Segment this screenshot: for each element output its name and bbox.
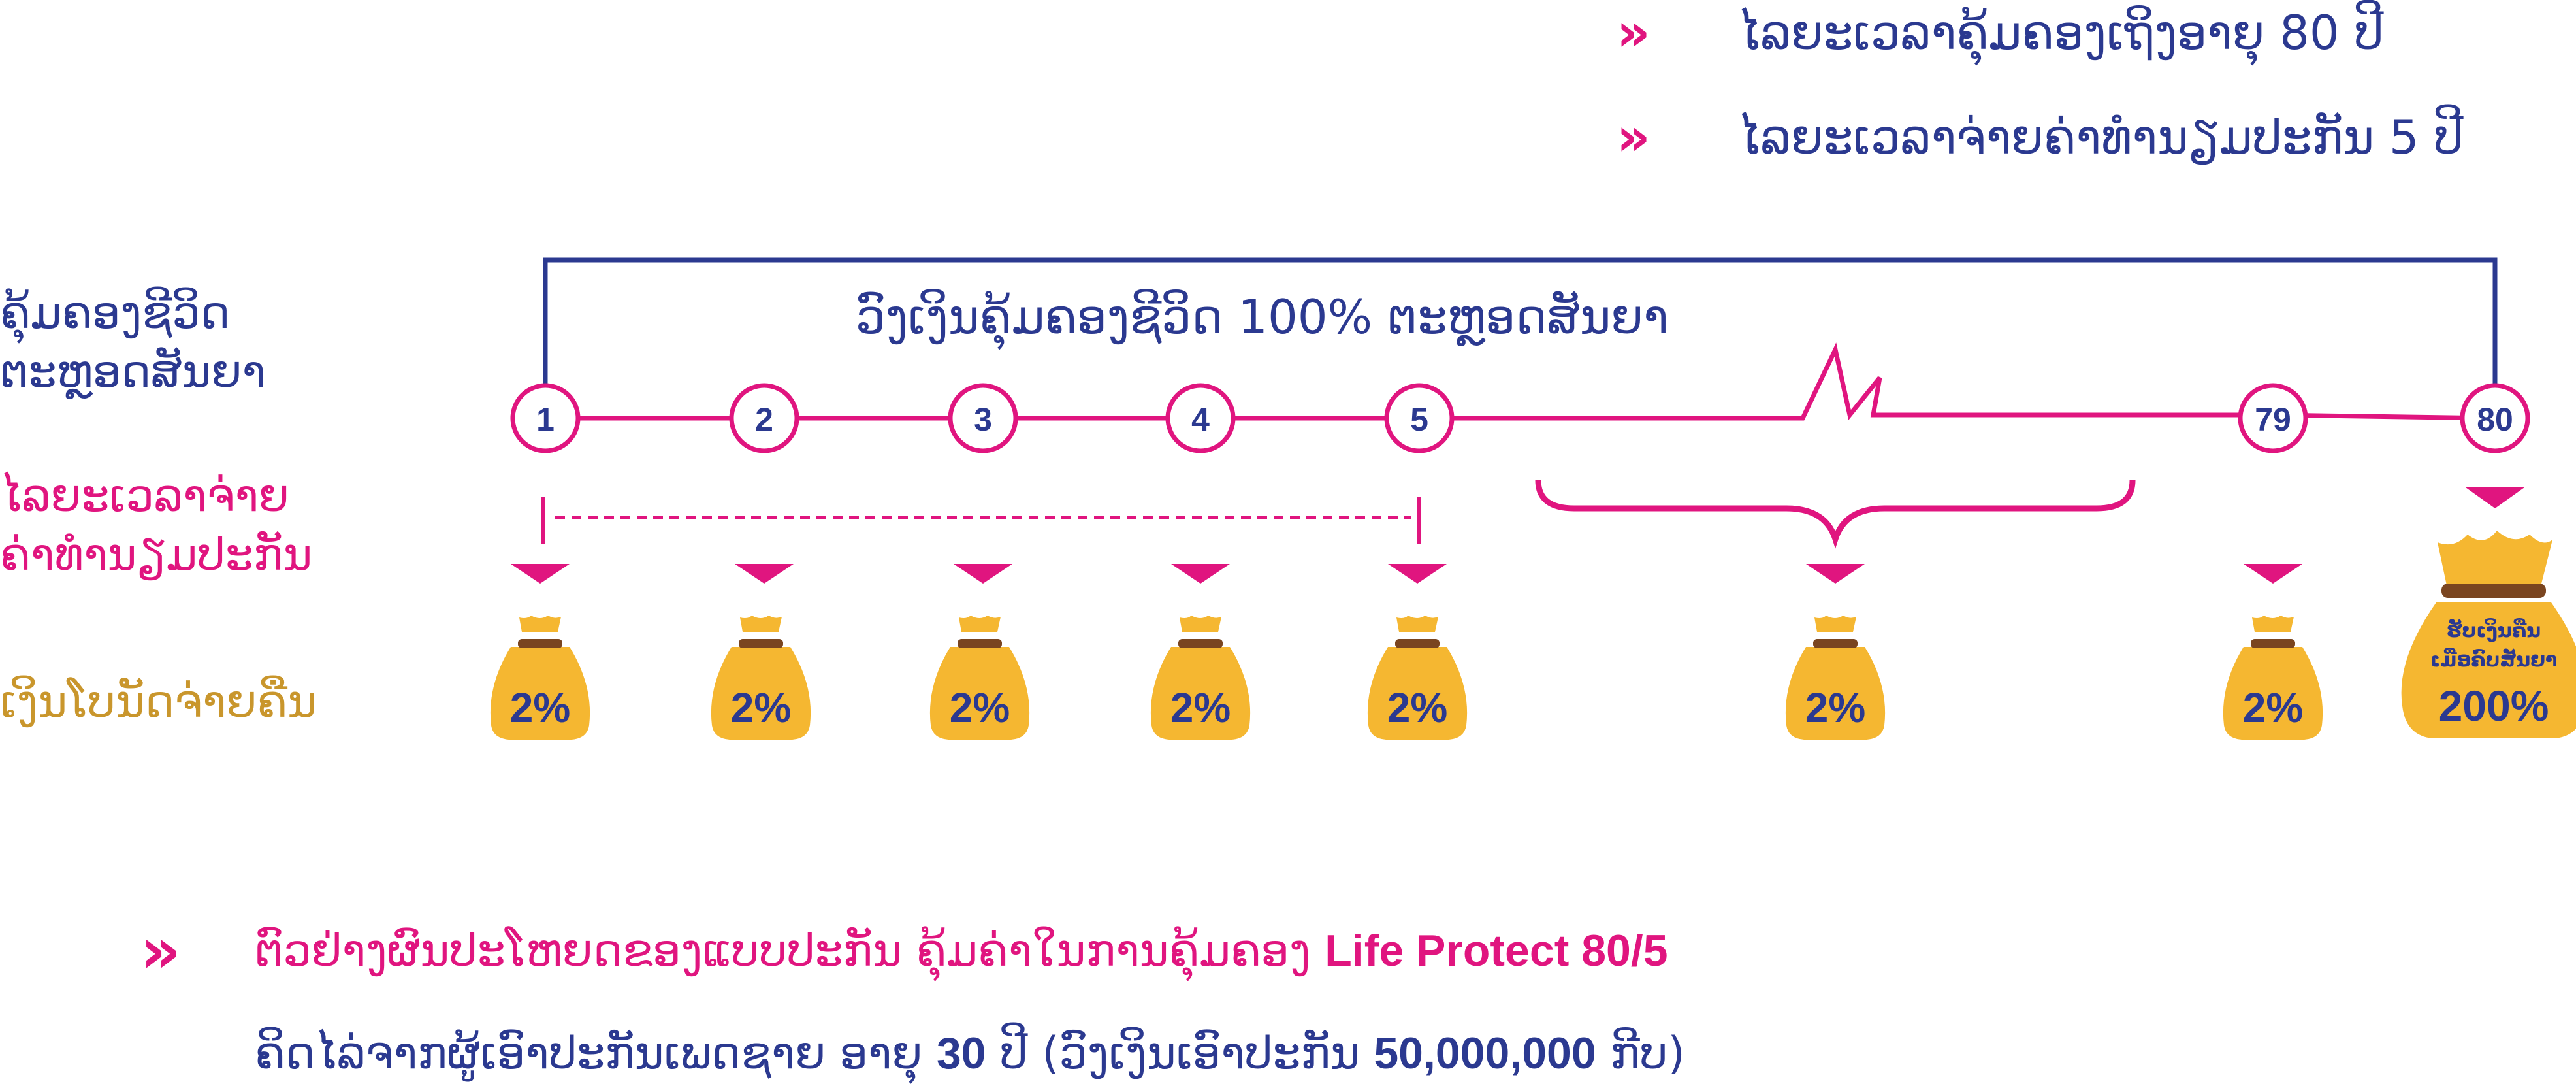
year-marker: 80	[2460, 383, 2530, 453]
bag-value: 2%	[1387, 684, 1448, 731]
bag-value: 2%	[950, 684, 1010, 731]
bag-value: 2%	[1805, 684, 1866, 731]
money-bag: 2%	[711, 616, 811, 740]
gap-curly-brace	[1535, 480, 2136, 549]
chevron-icon: »	[1617, 107, 1650, 167]
maturity-line2: ເມື່ອຄົບສັນຍາ	[2430, 648, 2557, 672]
footer-chevron-icon: »	[140, 914, 182, 987]
year-label: 5	[1410, 401, 1428, 438]
year-label: 3	[974, 401, 992, 438]
money-bag: 2%	[1785, 616, 1886, 740]
year-marker: 2	[729, 383, 799, 453]
payment-period-bracket	[541, 497, 1421, 544]
year-label: 1	[536, 401, 555, 438]
bag-value: 2%	[2243, 684, 2304, 731]
pointer-triangle	[2244, 564, 2302, 584]
year-label: 80	[2477, 401, 2513, 438]
money-bag: 2%	[1367, 616, 1468, 740]
pointer-triangle	[1388, 564, 1447, 584]
product-name: Life Protect 80/5	[1325, 926, 1668, 976]
pointer-triangle	[1806, 564, 1865, 584]
year-label: 4	[1191, 401, 1210, 438]
chevron-icon: »	[1617, 2, 1650, 63]
payment-period-label: ໄລຍະເວລາຈ່າຍ ຄ່າທຳນຽມປະກັນ	[0, 467, 312, 585]
coverage-label: ຄຸ້ມຄອງຊີວິດ ຕະຫຼອດສັນຍາ	[0, 284, 266, 402]
pointer-triangle	[1171, 564, 1230, 584]
timeline-line	[545, 342, 2496, 421]
coverage-bracket	[543, 257, 2498, 386]
year-marker: 5	[1384, 383, 1455, 453]
pointer-triangle	[2466, 487, 2524, 508]
footer-line2-a: ຄິດໄລ່ຈາກຜູ້ເອົາປະກັນເພດຊາຍ ອາຍຸ	[255, 1028, 923, 1079]
pointer-triangle	[735, 564, 794, 584]
footer-line2-b: ປີ (ວົງເງິນເອົາປະກັນ	[1000, 1028, 1360, 1079]
bag-value: 2%	[1170, 684, 1231, 731]
pointer-triangle	[511, 564, 570, 584]
year-label: 79	[2255, 401, 2291, 438]
payment-label-line2: ຄ່າທຳນຽມປະກັນ	[0, 529, 313, 581]
coverage-amount-label: ວົງເງິນຄຸ້ມຄອງຊີວິດ 100% ຕະຫຼອດສັນຍາ	[856, 289, 1669, 344]
footer-line1-text: ຕົວຢ່າງຜົນປະໂຫຍດຂອງແບບປະກັນ ຄຸ້ມຄ່າໃນການ…	[255, 925, 1311, 977]
footer-line-1: ຕົວຢ່າງຜົນປະໂຫຍດຂອງແບບປະກັນ ຄຸ້ມຄ່າໃນການ…	[255, 921, 1668, 981]
money-bag: 2%	[1150, 616, 1251, 740]
year-label: 2	[755, 401, 773, 438]
year-marker: 79	[2238, 383, 2308, 453]
sum-insured: 50,000,000	[1374, 1028, 1596, 1078]
money-bag: 2%	[2223, 616, 2323, 740]
maturity-value: 200%	[2439, 682, 2549, 730]
year-marker: 4	[1165, 383, 1236, 453]
footer-line2-c: ກີບ)	[1610, 1028, 1685, 1079]
header-payment-period: ໄລຍະເວລາຈ່າຍຄ່າທຳນຽມປະກັນ 5 ປີ	[1737, 110, 2464, 165]
coverage-label-line2: ຕະຫຼອດສັນຍາ	[0, 346, 266, 398]
cashback-label: ເງິນໂບນັດຈ່າຍຄືນ	[0, 676, 317, 728]
bag-value: 2%	[510, 684, 571, 731]
payment-label-line1: ໄລຍະເວລາຈ່າຍ	[0, 470, 289, 522]
bag-value: 2%	[731, 684, 792, 731]
insured-age: 30	[936, 1028, 986, 1078]
coverage-label-line1: ຄຸ້ມຄອງຊີວິດ	[0, 288, 231, 339]
year-marker: 1	[510, 383, 581, 453]
money-bag: 2%	[490, 616, 590, 740]
year-marker: 3	[948, 383, 1018, 453]
header-coverage-period: ໄລຍະເວລາຄຸ້ມຄອງເຖິງອາຍຸ 80 ປີ	[1737, 5, 2384, 60]
footer-line-2: ຄິດໄລ່ຈາກຜູ້ເອົາປະກັນເພດຊາຍ ອາຍຸ 30 ປີ (…	[255, 1024, 1685, 1083]
pointer-triangle	[954, 564, 1012, 584]
maturity-money-bag: ຮັບເງິນຄືນເມື່ອຄົບສັນຍາ 200%	[2401, 531, 2576, 738]
money-bag: 2%	[929, 616, 1030, 740]
maturity-line1: ຮັບເງິນຄືນ	[2447, 618, 2541, 642]
